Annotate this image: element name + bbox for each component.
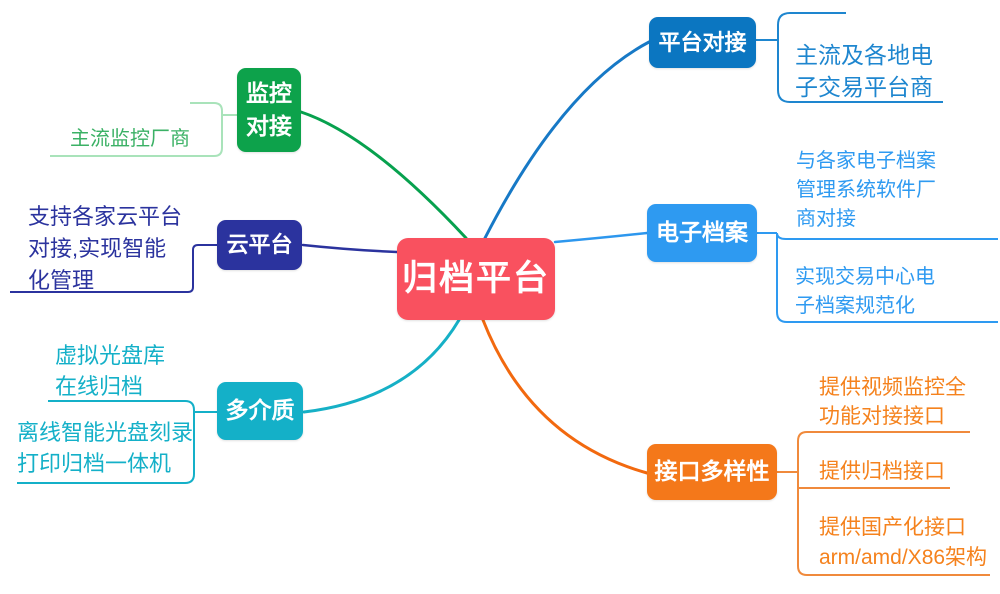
topic-interface[interactable]: 接口多样性 (647, 444, 777, 500)
leaf-text-line: arm/amd/X86架构 (819, 546, 988, 569)
leaf-text-line: 子交易平台商 (795, 74, 933, 100)
leaf-text-line: 提供归档接口 (819, 460, 945, 483)
topic-media[interactable]: 多介质 (217, 382, 303, 440)
leaf-platform-vendors[interactable]: 主流及各地电 子交易平台商 (795, 39, 933, 103)
topic-platform-label: 平台对接 (658, 29, 747, 55)
leaf-bracket-interface (797, 431, 990, 576)
leaf-text-line: 商对接 (796, 208, 856, 230)
branch-curve-cloud (301, 243, 399, 254)
leaf-interface-archive-api[interactable]: 提供归档接口 (819, 457, 945, 486)
leaf-text-line: 离线智能光盘刻录 (17, 420, 194, 445)
topic-media-label: 多介质 (225, 397, 295, 424)
topic-platform[interactable]: 平台对接 (649, 17, 756, 68)
branch-curve-interface (481, 318, 649, 475)
topic-archive[interactable]: 电子档案 (647, 204, 757, 262)
leaf-text-line: 支持各家云平台 (28, 204, 183, 229)
branch-curve-media (302, 318, 461, 414)
topic-cloud-label: 云平台 (226, 232, 293, 258)
leaf-text-line: 子档案规范化 (795, 295, 915, 317)
leaf-interface-video[interactable]: 提供视频监控全 功能对接接口 (819, 373, 966, 431)
leaf-text-line: 对接,实现智能 (28, 236, 167, 261)
topic-monitor-label-line2: 对接 (246, 113, 292, 139)
leaf-monitor-vendors[interactable]: 主流监控厂商 (70, 126, 190, 153)
leaf-archive-standardization[interactable]: 实现交易中心电 子档案规范化 (795, 263, 935, 321)
leaf-text-line: 提供视频监控全 (819, 376, 966, 399)
branch-curve-archive (553, 231, 649, 244)
leaf-text-line: 提供国产化接口 (819, 516, 966, 539)
leaf-media-virtual-disc[interactable]: 虚拟光盘库 在线归档 (55, 340, 165, 402)
leaf-interface-domestic[interactable]: 提供国产化接口 arm/amd/X86架构 (819, 513, 987, 573)
branch-curve-platform (483, 40, 651, 240)
topic-interface-label: 接口多样性 (654, 458, 770, 485)
branch-curve-monitor (299, 110, 468, 240)
central-topic[interactable]: 归档平台 (397, 238, 555, 320)
leaf-text-line: 虚拟光盘库 (55, 343, 166, 368)
leaf-text-line: 实现交易中心电 (795, 266, 935, 288)
leaf-text-line: 管理系统软件厂 (796, 179, 936, 201)
leaf-archive-vendor-integration[interactable]: 与各家电子档案 管理系统软件厂 商对接 (796, 147, 936, 234)
leaf-bracket-monitor (50, 102, 223, 157)
topic-cloud[interactable]: 云平台 (217, 220, 302, 270)
leaf-text-line: 在线归档 (55, 374, 144, 399)
leaf-text-line: 化管理 (28, 268, 95, 293)
topic-monitor-label-line1: 监控 (246, 79, 292, 106)
leaf-text-line: 打印归档一体机 (17, 451, 172, 476)
leaf-text-line: 主流监控厂商 (70, 128, 190, 150)
topic-archive-label: 电子档案 (656, 219, 748, 246)
leaf-bracket-media (17, 400, 195, 484)
leaf-media-offline-burn[interactable]: 离线智能光盘刻录 打印归档一体机 (17, 417, 193, 479)
leaf-bracket-cloud (10, 244, 217, 293)
leaf-text-line: 主流及各地电 (795, 42, 933, 68)
leaf-underline-archive-2 (776, 233, 998, 323)
central-topic-label: 归档平台 (401, 258, 550, 298)
leaf-text-line: 功能对接接口 (819, 405, 945, 428)
topic-monitor[interactable]: 监控 对接 (237, 68, 301, 152)
leaf-cloud-support[interactable]: 支持各家云平台 对接,实现智能 化管理 (28, 201, 182, 297)
leaf-bracket-platform (777, 12, 943, 103)
leaf-text-line: 与各家电子档案 (796, 150, 936, 172)
